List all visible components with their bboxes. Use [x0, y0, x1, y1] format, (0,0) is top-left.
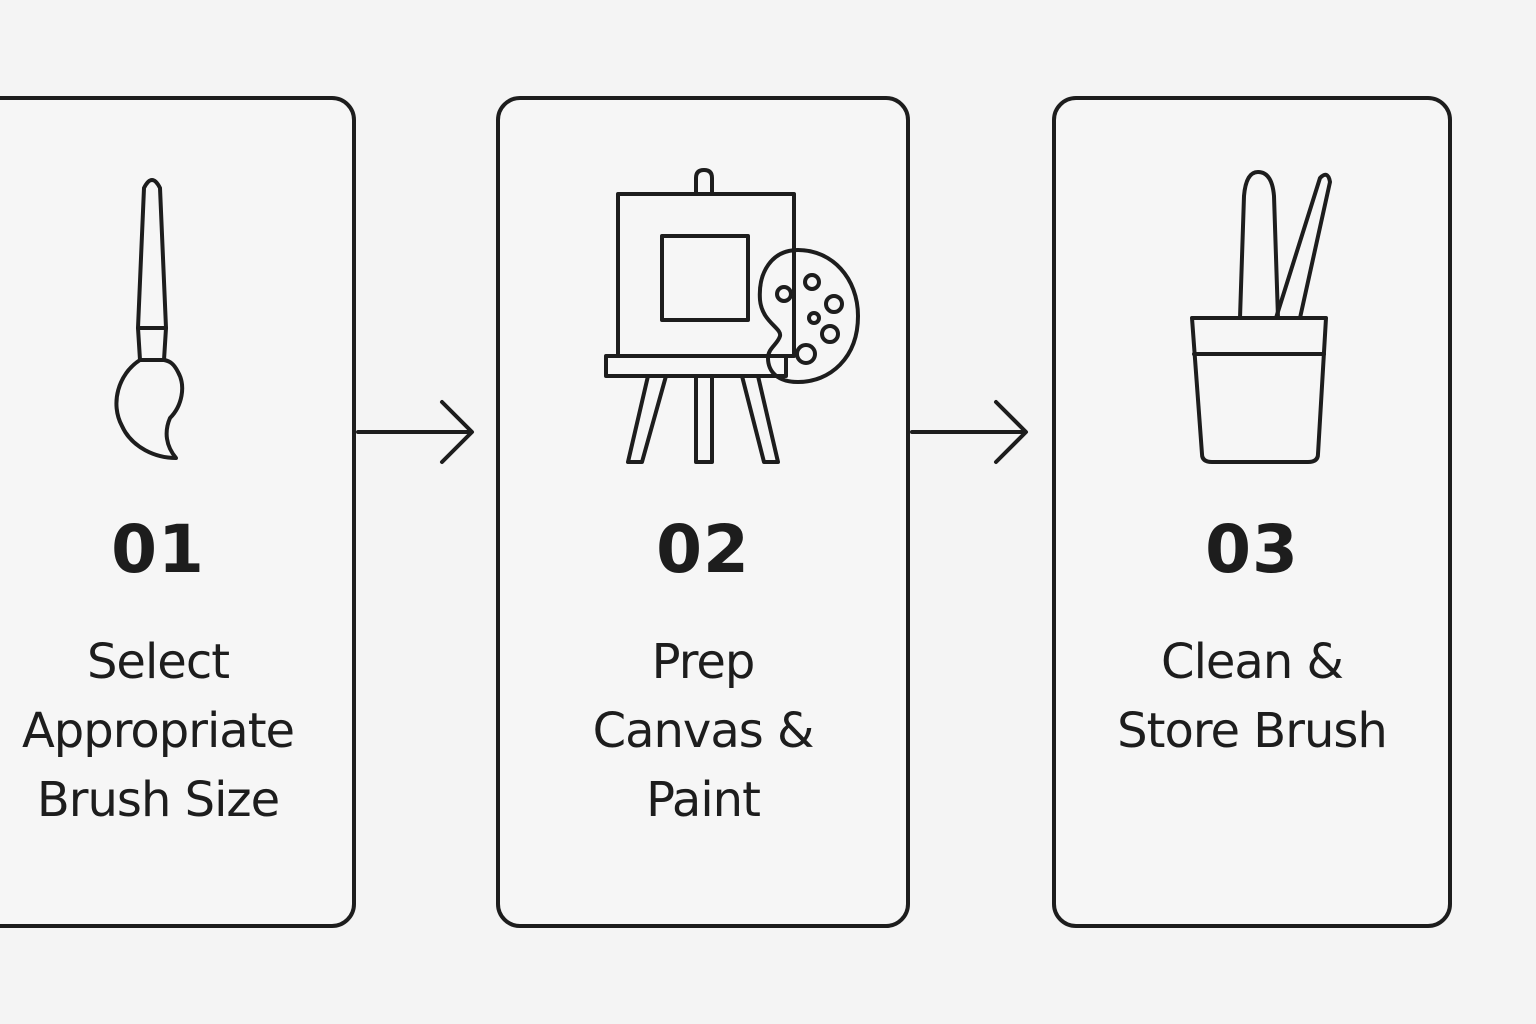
step-label-line: Clean &	[1161, 634, 1344, 690]
step-card-1: 01 Select Appropriate Brush Size	[0, 96, 356, 928]
step-label: Clean & Store Brush	[1056, 628, 1448, 766]
step-label-line: Paint	[646, 772, 761, 828]
step-number: 03	[1205, 511, 1299, 588]
step-label-line: Store Brush	[1117, 703, 1388, 759]
step-label-line: Select	[86, 634, 230, 690]
arrow-right-icon	[356, 400, 474, 464]
step-number: 01	[111, 511, 205, 588]
easel-palette-icon	[604, 168, 860, 464]
step-label-line: Brush Size	[36, 772, 280, 828]
step-label: Select Appropriate Brush Size	[0, 628, 352, 835]
step-label-line: Appropriate	[21, 703, 295, 759]
brush-cup-icon	[1190, 170, 1332, 464]
step-label: Prep Canvas & Paint	[500, 628, 906, 835]
step-label-line: Canvas &	[592, 703, 815, 759]
arrow-right-icon	[910, 400, 1028, 464]
step-label-line: Prep	[651, 634, 756, 690]
paintbrush-icon	[114, 178, 185, 460]
step-card-3: 03 Clean & Store Brush	[1052, 96, 1452, 928]
step-number: 02	[656, 511, 750, 588]
step-card-2: 02 Prep Canvas & Paint	[496, 96, 910, 928]
